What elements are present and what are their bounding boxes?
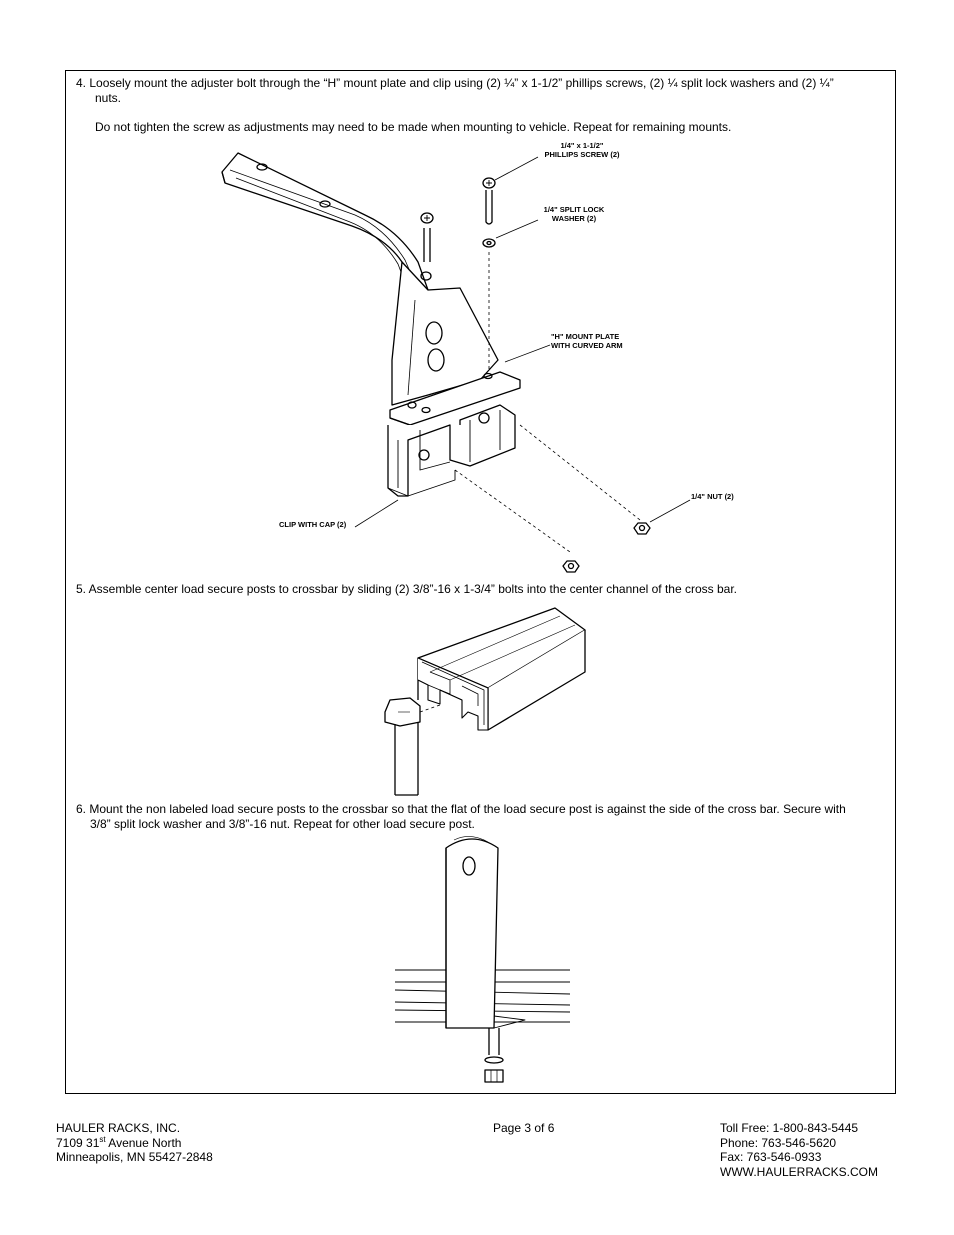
callout-split-lock-washer: 1/4" SPLIT LOCK WASHER (2) [537,205,611,223]
callout-h-mount-plate: "H" MOUNT PLATE WITH CURVED ARM [551,332,623,350]
step-5-text: 5. Assemble center load secure posts to … [76,582,738,596]
address-street: Avenue North [105,1135,182,1150]
step-6-line-2: 3/8” split lock washer and 3/8”-16 nut. … [90,817,475,831]
callout-nut: 1/4" NUT (2) [691,492,734,501]
address-ordinal-suffix: st [99,1134,106,1144]
callout-clip-with-cap: CLIP WITH CAP (2) [279,520,347,529]
company-city: Minneapolis, MN 55427-2848 [56,1150,213,1164]
fax-number: Fax: 763-546-0933 [720,1150,822,1164]
step-4-line-2: nuts. [95,91,122,105]
callout-plate-arm: WITH CURVED ARM [551,341,623,350]
callout-screw-type: PHILLIPS SCREW (2) [544,150,620,159]
website-link[interactable]: WWW.HAULERRACKS.COM [720,1164,879,1179]
step-4-note: Do not tighten the screw as adjustments … [95,120,732,134]
callout-screw-size: 1/4" x 1-1/2" [560,141,604,150]
callout-washer-qty: WASHER (2) [551,214,597,223]
page-number: Page 3 of 6 [493,1121,555,1135]
company-name: HAULER RACKS, INC. [56,1121,181,1135]
step-6-line-1: 6. Mount the non labeled load secure pos… [76,802,846,816]
address-number: 7109 31 [56,1135,100,1150]
footer-contact-block: Toll Free: 1-800-843-5445 Phone: 763-546… [720,1121,878,1179]
toll-free-number: Toll Free: 1-800-843-5445 [720,1121,859,1135]
step-4-line-1: 4. Loosely mount the adjuster bolt throu… [76,76,834,90]
company-street-address: 7109 31st Avenue North [56,1134,213,1151]
callout-plate-name: "H" MOUNT PLATE [551,332,620,341]
footer-company-block: HAULER RACKS, INC. 7109 31st Avenue Nort… [56,1121,213,1165]
callout-phillips-screw: 1/4" x 1-1/2" PHILLIPS SCREW (2) [537,141,627,159]
instructions-frame [65,70,896,1094]
callout-washer-type: 1/4" SPLIT LOCK [543,205,605,214]
phone-number: Phone: 763-546-5620 [720,1135,837,1150]
